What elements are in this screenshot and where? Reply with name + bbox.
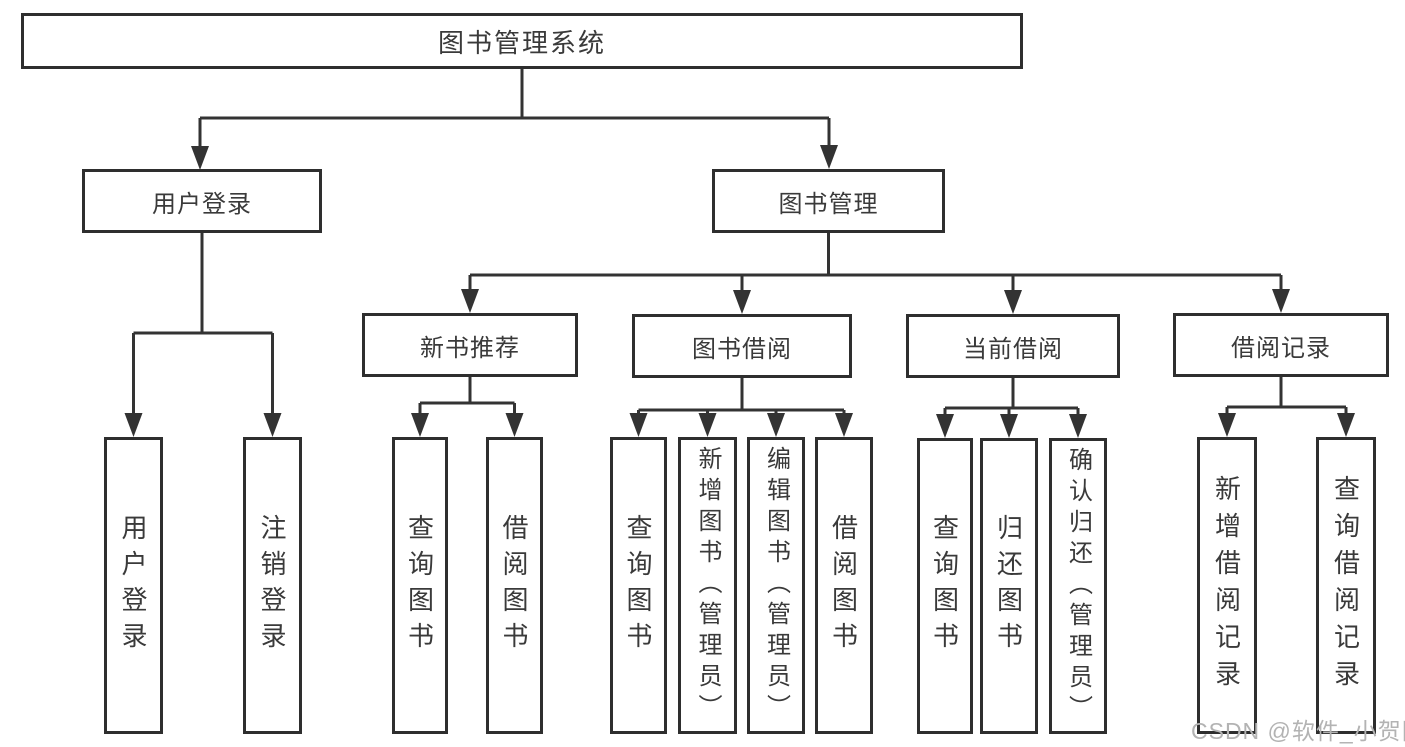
leaf-add-books-admin: 新增图书（管理员） bbox=[678, 437, 737, 734]
node-current-borrow: 当前借阅 bbox=[906, 314, 1120, 378]
leaf-query-books-current: 查询图书 bbox=[917, 438, 973, 734]
node-borrow-records: 借阅记录 bbox=[1173, 313, 1389, 377]
connector-book-management-to-level3 bbox=[461, 232, 1290, 314]
leaf-borrow-books: 借阅图书 bbox=[815, 437, 873, 734]
node-book-management: 图书管理 bbox=[712, 169, 945, 233]
leaf-add-borrow-record: 新增借阅记录 bbox=[1197, 437, 1257, 734]
connector-current-borrow-to-leaves bbox=[936, 378, 1087, 438]
node-library-management-system: 图书管理系统 bbox=[21, 13, 1023, 69]
node-user-login: 用户登录 bbox=[82, 169, 322, 233]
connector-borrow-records-to-leaves bbox=[1218, 377, 1355, 437]
node-new-book-recommend: 新书推荐 bbox=[362, 313, 578, 377]
connector-new-book-recommend-to-leaves bbox=[411, 376, 524, 437]
leaf-return-books: 归还图书 bbox=[980, 438, 1038, 734]
node-book-borrow: 图书借阅 bbox=[632, 314, 852, 378]
leaf-edit-books-admin: 编辑图书（管理员） bbox=[747, 437, 805, 734]
csdn-watermark: CSDN @软件_小贺同学 bbox=[1191, 718, 1405, 744]
leaf-borrow-books-recommend: 借阅图书 bbox=[486, 437, 543, 734]
connector-root-to-level2 bbox=[191, 69, 838, 170]
leaf-query-borrow-record: 查询借阅记录 bbox=[1316, 437, 1376, 734]
leaf-query-books-recommend: 查询图书 bbox=[392, 437, 448, 734]
leaf-confirm-return-admin: 确认归还（管理员） bbox=[1049, 438, 1107, 734]
connector-user-login-to-leaves bbox=[124, 233, 282, 437]
leaf-user-login: 用户登录 bbox=[104, 437, 163, 734]
leaf-logout: 注销登录 bbox=[243, 437, 302, 734]
connector-book-borrow-to-leaves bbox=[629, 378, 853, 437]
leaf-query-books-borrow: 查询图书 bbox=[610, 437, 667, 734]
